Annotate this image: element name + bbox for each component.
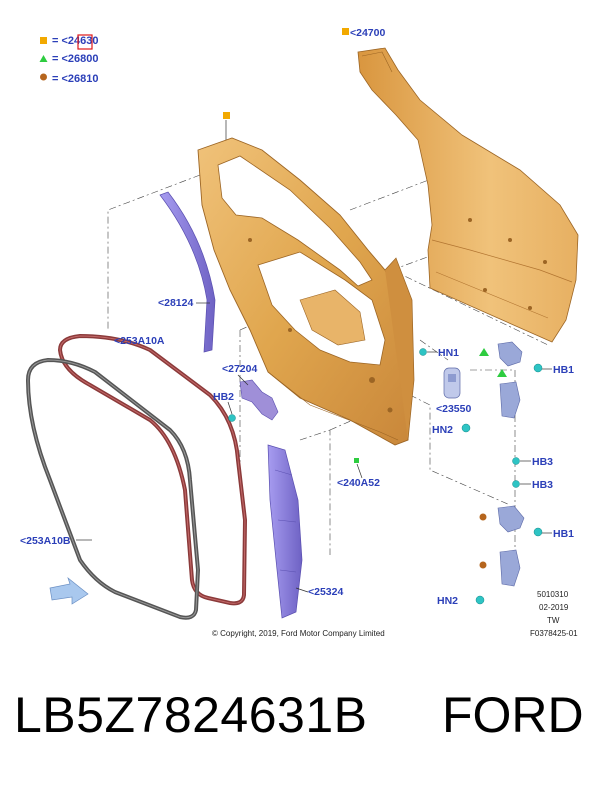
part-23550-check: <23550	[436, 367, 471, 415]
nut-icon	[461, 423, 471, 433]
callout-hb2: HB2	[213, 391, 234, 403]
seal-253A10A: <253A10A	[57, 333, 248, 606]
bolt-icon	[228, 414, 236, 422]
part-marker-26800-lower	[497, 369, 507, 377]
callout-253A10A: <253A10A	[114, 335, 165, 347]
legend-label-24630: = <24630	[52, 35, 99, 47]
nut-hn2-lower: HN2	[437, 595, 485, 607]
callout-hb3-lower: HB3	[532, 479, 553, 491]
door-outer-skin: <24700	[342, 27, 579, 343]
callout-hn2-upper: HN2	[432, 424, 453, 436]
legend-circle-symbol	[40, 73, 47, 81]
part-marker-24630	[223, 112, 230, 119]
door-inner-frame	[197, 112, 415, 446]
nut-hn1: HN1	[419, 347, 459, 359]
part-marker-26810-upper	[479, 513, 487, 521]
diagram-code-1: 5010310	[537, 590, 569, 599]
callout-240A52: <240A52	[337, 477, 380, 489]
callout-hn2-lower: HN2	[437, 595, 458, 607]
callout-23550: <23550	[436, 403, 471, 415]
part-marker-24700	[342, 28, 349, 35]
callout-hb3-upper: HB3	[532, 456, 553, 468]
callout-hb1-lower: HB1	[553, 528, 574, 540]
seal-253A10B: <253A10B	[20, 357, 201, 620]
brand-name: FORD	[442, 687, 584, 743]
alignment-lines	[107, 167, 549, 560]
callout-hn1: HN1	[438, 347, 459, 359]
legend-label-26800: = <26800	[52, 53, 99, 65]
callout-24700: <24700	[350, 27, 385, 39]
legend-triangle-symbol	[39, 55, 48, 62]
diagram-code-3: TW	[547, 616, 560, 625]
legend: = <24630 = <26800 = <26810	[39, 34, 99, 85]
callout-hb1-upper: HB1	[553, 364, 574, 376]
callout-27204: <27204	[222, 363, 257, 375]
bolt-hb3-upper: HB3	[512, 456, 553, 468]
clip-icon	[354, 458, 359, 463]
callout-253A10B: <253A10B	[20, 535, 71, 547]
bolt-hb3-lower: HB3	[512, 479, 553, 491]
diagram-code-2: 02-2019	[539, 603, 569, 612]
bolt-hb2: HB2	[213, 391, 236, 422]
part-number: LB5Z7824631B	[14, 687, 368, 743]
upper-hinge	[479, 341, 523, 419]
copyright-text: © Copyright, 2019, Ford Motor Company Li…	[212, 629, 385, 638]
part-25324-molding: <25324	[267, 444, 343, 619]
nut-icon	[475, 595, 485, 605]
bolt-hb1-upper: HB1	[533, 363, 574, 376]
callout-25324: <25324	[308, 586, 343, 598]
callout-28124: <28124	[158, 297, 193, 309]
bolt-icon	[512, 480, 520, 488]
direction-arrow-icon	[49, 576, 89, 605]
caption-bar: LB5Z7824631B FORD	[14, 686, 594, 756]
legend-square-symbol	[40, 37, 47, 44]
part-28124-channel: <28124	[158, 191, 216, 353]
part-240A52-clip: <240A52	[337, 458, 380, 489]
nut-hn2-upper: HN2	[432, 423, 471, 436]
legend-label-26810: = <26810	[52, 73, 99, 85]
bolt-icon	[512, 457, 520, 465]
diagram-code-4: F0378425-01	[530, 629, 578, 638]
lower-hinge	[479, 505, 525, 587]
bolt-hb1-lower: HB1	[533, 527, 574, 540]
part-marker-26810-lower	[479, 561, 487, 569]
bolt-icon	[533, 527, 543, 537]
bolt-icon	[533, 363, 543, 373]
part-27204-bracket: <27204	[222, 363, 279, 421]
part-marker-26800-upper	[479, 348, 489, 356]
nut-icon	[419, 348, 427, 356]
highlight-box	[77, 34, 93, 50]
